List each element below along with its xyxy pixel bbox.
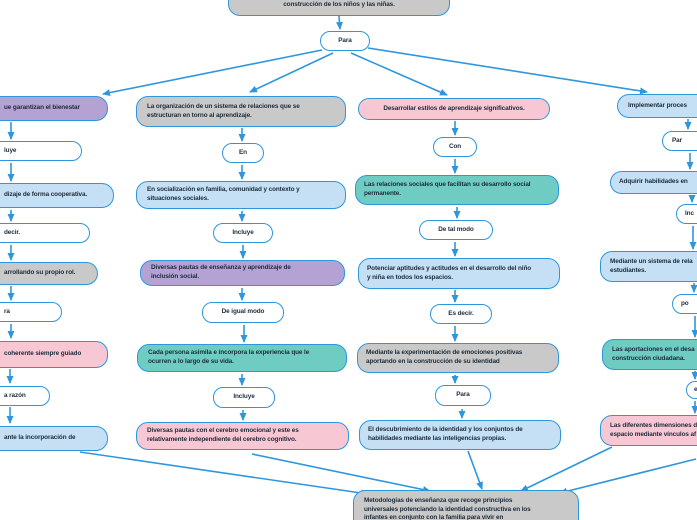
mindmap-node-root[interactable]: construcción de los niños y las niñas. [228,0,450,16]
connector-col3-2[interactable]: De tal modo [419,220,493,240]
connector-col4-4[interactable]: es [686,381,697,399]
root-label: construcción de los niños y las niñas. [283,1,395,9]
connector-col3-1[interactable]: Con [433,137,477,157]
mindmap-node-col1-3[interactable]: coherente siempre guiado [0,341,108,368]
mindmap-node-col1-1[interactable]: dizaje de forma cooperativa. [0,183,114,208]
mindmap-node-col4-header[interactable]: Implementar proces [617,94,697,118]
connector-col1-3[interactable]: ra [0,302,62,322]
mindmap-node-col3-header[interactable]: Desarrollar estilos de aprendizaje signi… [358,98,550,120]
connector-col1-4[interactable]: a razón [0,386,50,406]
connector-col1-1[interactable]: luye [0,141,82,161]
connector-col2-4[interactable]: Incluye [213,387,275,408]
connector-col2-2[interactable]: Incluye [213,223,273,243]
connector-para-root[interactable]: Para [320,31,370,51]
connector-col2-1[interactable]: En [222,143,264,163]
connector-col4-1[interactable]: Par [662,131,697,151]
mindmap-node-col3-3[interactable]: Mediante la experimentación de emociones… [357,343,559,373]
mindmap-node-col2-3[interactable]: Cada persona asimila e incorpora la expe… [137,344,347,372]
mindmap-node-col4-3[interactable]: Las aportaciones en el desa construcción… [602,339,697,370]
mindmap-node-col3-1[interactable]: Las relaciones sociales que facilitan su… [355,175,559,205]
mindmap-node-col2-4[interactable]: Diversas pautas con el cerebro emocional… [136,422,349,450]
mindmap-node-col4-1[interactable]: Adquirir habilidades en [610,171,697,194]
connector-col3-4[interactable]: Para [435,385,491,406]
mindmap-node-col2-2[interactable]: Diversas pautas de enseñanza y aprendiza… [140,260,345,286]
mindmap-node-col1-2[interactable]: arrollando su propio rol. [0,262,98,285]
connector-col4-3[interactable]: po [672,294,697,314]
mindmap-node-col4-4[interactable]: Las diferentes dimensiones d espacio med… [600,415,697,446]
mindmap-node-col2-header[interactable]: La organización de un sistema de relacio… [136,96,346,127]
connector-col4-2[interactable]: Inc [676,204,697,224]
connector-col1-2[interactable]: decir. [0,223,90,243]
mindmap-node-col2-1[interactable]: En socialización en familia, comunidad y… [136,181,346,209]
mindmap-node-bottom[interactable]: Metodologías de enseñanza que recoge pri… [353,490,579,520]
mindmap-node-col3-4[interactable]: El descubrimiento de la identidad y los … [359,420,561,450]
connector-col3-3[interactable]: Es decir. [430,304,492,324]
mindmap-node-col1-header[interactable]: ue garantizan el bienestar [0,96,108,121]
connector-col2-3[interactable]: De igual modo [202,302,284,323]
mindmap-node-col4-2[interactable]: Mediante un sistema de rela estudiantes. [600,251,697,282]
mindmap-node-col3-2[interactable]: Potenciar aptitudes y actitudes en el de… [358,258,560,289]
mindmap-node-col1-4[interactable]: ante la incorporación de [0,426,108,451]
